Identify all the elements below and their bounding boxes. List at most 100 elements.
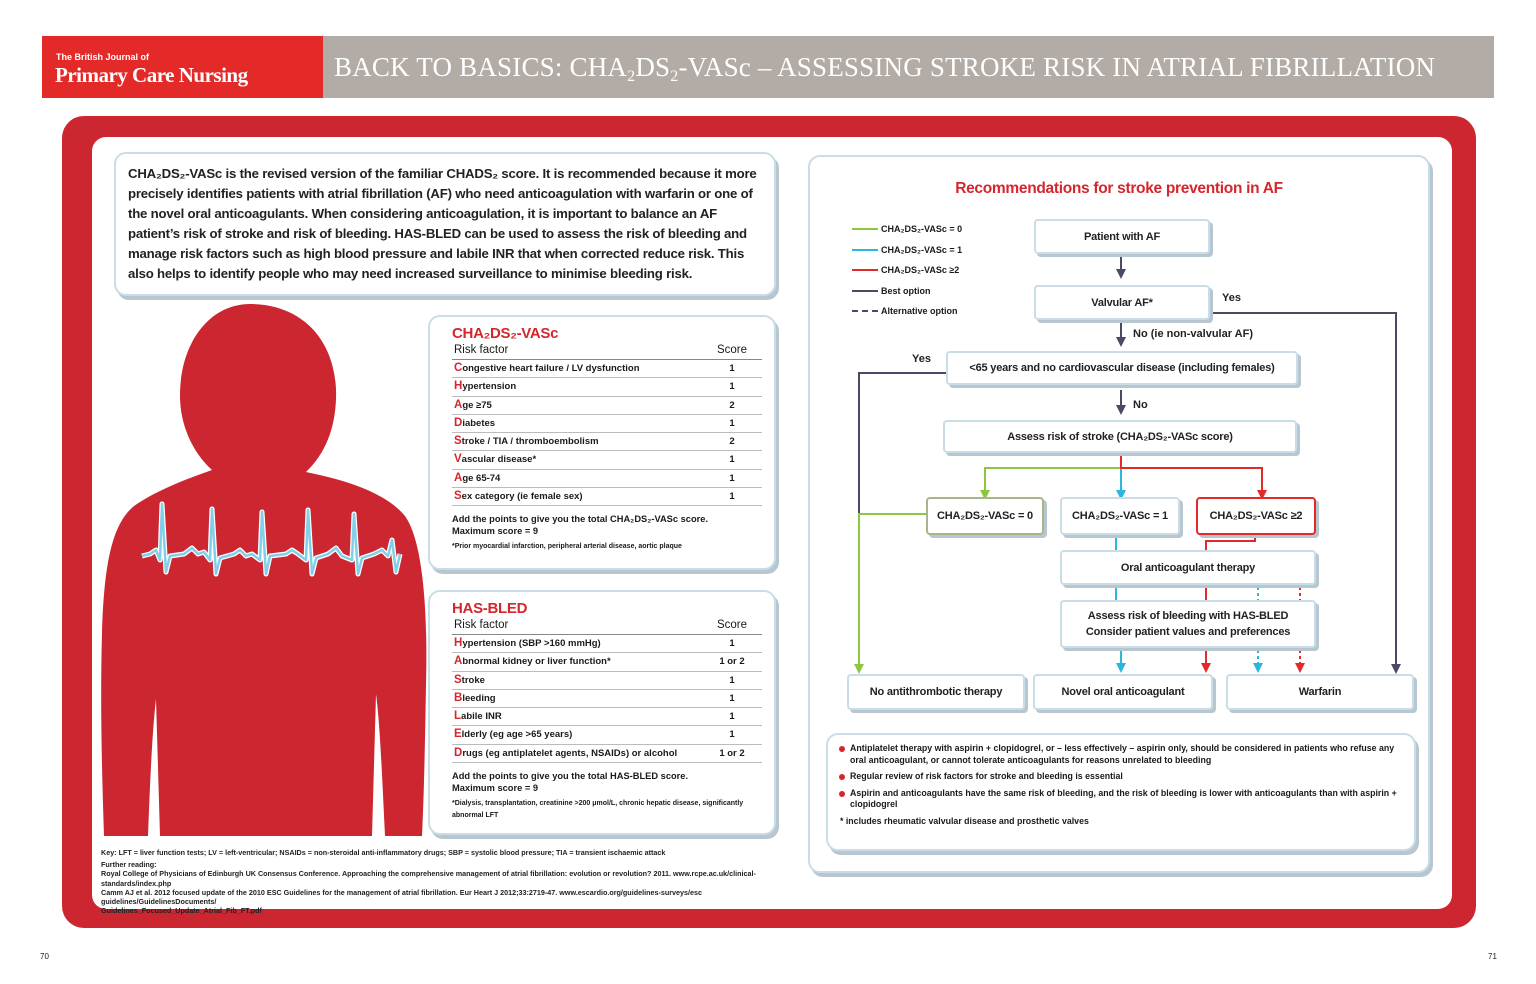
table-row: Vascular disease* 1 [452, 451, 762, 470]
risk-score: 1 [729, 711, 735, 723]
label-yes-valvular: Yes [1222, 292, 1241, 304]
table-note: Add the points to give you the total CHA… [452, 514, 709, 537]
node-under-65: <65 years and no cardiovascular disease … [946, 351, 1298, 385]
table-row: Labile INR 1 [452, 708, 762, 727]
table-row: Elderly (eg age >65 years) 1 [452, 726, 762, 745]
risk-score: 1 or 2 [719, 656, 745, 668]
reference: Guidelines_Focused_Update_Atrial_Fib_FT.… [101, 906, 262, 916]
table-row: Drugs (eg antiplatelet agents, NSAIDs) o… [452, 745, 762, 764]
further-reading-heading: Further reading: [101, 860, 157, 870]
risk-factor: Diabetes [454, 416, 496, 429]
legend-line-icon [852, 248, 878, 251]
table-footnote: *Prior myocardial infarction, peripheral… [452, 543, 682, 551]
note-bullet: Aspirin and anticoagulants have the same… [838, 788, 1404, 811]
risk-factor: Drugs (eg antiplatelet agents, NSAIDs) o… [454, 746, 678, 759]
journal-name-big: Primary Care Nursing [55, 63, 248, 87]
risk-score: 1 [729, 363, 735, 374]
patient-silhouette-icon [101, 304, 427, 836]
table-row: Congestive heart failure / LV dysfunctio… [452, 360, 762, 379]
node-assess-stroke-risk: Assess risk of stroke (CHA₂DS₂-VASc scor… [943, 420, 1297, 453]
table-title: HAS-BLED [452, 600, 528, 617]
intro-card: CHA₂DS₂-VASc is the revised version of t… [114, 152, 776, 296]
key-line: Key: LFT = liver function tests; LV = le… [101, 848, 666, 857]
node-valvular-af: Valvular AF* [1034, 285, 1210, 320]
table-row: Abnormal kidney or liver function* 1 or 2 [452, 653, 762, 672]
node-oral-anticoagulant-therapy: Oral anticoagulant therapy [1060, 550, 1316, 585]
reference: Camm AJ et al. 2012 focused update of th… [101, 887, 703, 907]
key-and-references: Key: LFT = liver function tests; LV = le… [101, 848, 801, 915]
note-asterisk: * includes rheumatic valvular disease an… [840, 815, 1089, 826]
risk-score: 1 [729, 417, 735, 429]
risk-score: 2 [729, 436, 735, 448]
legend-item: Alternative option [852, 301, 962, 322]
journal-logo: The British Journal of Primary Care Nurs… [42, 36, 323, 98]
table-row: Hypertension (SBP >160 mmHg) 1 [452, 635, 762, 654]
table-row: Diabetes 1 [452, 415, 762, 434]
risk-score: 1 [729, 729, 735, 741]
table-note: Add the points to give you the total HAS… [452, 771, 689, 794]
page-number-left: 70 [40, 952, 49, 961]
table-row: Stroke 1 [452, 672, 762, 690]
risk-score: 1 [729, 454, 735, 466]
risk-score: 1 [729, 692, 735, 704]
risk-factor: Age ≥75 [454, 398, 492, 411]
node-warfarin: Warfarin [1226, 674, 1414, 710]
risk-score: 2 [729, 399, 735, 411]
risk-factor: Stroke [454, 673, 485, 686]
label-yes-under65: Yes [912, 353, 931, 365]
risk-score: 1 [729, 674, 735, 686]
risk-score: 1 [729, 472, 735, 484]
reference: Royal College of Physicians of Edinburgh… [101, 869, 756, 888]
risk-factor: Abnormal kidney or liver function* [454, 655, 611, 668]
notes-card: Antiplatelet therapy with aspirin + clop… [826, 733, 1416, 851]
risk-score: 1 or 2 [719, 747, 745, 759]
risk-factor: Congestive heart failure / LV dysfunctio… [454, 362, 640, 374]
label-no-non-valvular: No (ie non-valvular AF) [1133, 328, 1253, 340]
risk-score: 1 [729, 381, 735, 393]
page-number-right: 71 [1488, 952, 1497, 961]
node-novel-oral-anticoagulant: Novel oral anticoagulant [1033, 674, 1213, 710]
risk-factor: Elderly (eg age >65 years) [454, 728, 573, 741]
risk-factor: Hypertension (SBP >160 mmHg) [454, 637, 601, 649]
page-title: BACK TO BASICS: CHA2DS2-VASc – ASSESSING… [334, 52, 1436, 85]
table-row: Age 65-74 1 [452, 470, 762, 489]
legend-item: CHA₂DS₂-VASc = 0 [852, 219, 962, 240]
intro-text: CHA₂DS₂-VASc is the revised version of t… [128, 166, 757, 281]
table-row: Hypertension 1 [452, 378, 762, 397]
node-score-1: CHA₂DS₂-VASc = 1 [1060, 497, 1180, 535]
risk-factor: Age 65-74 [454, 471, 501, 484]
risk-factor: Labile INR [454, 710, 502, 723]
risk-score: 1 [729, 491, 735, 503]
node-patient-with-af: Patient with AF [1034, 219, 1210, 254]
risk-factor: Sex category (ie female sex) [454, 490, 583, 503]
node-no-antithrombotic-therapy: No antithrombotic therapy [847, 674, 1025, 710]
legend-item: CHA₂DS₂-VASc = 1 [852, 240, 962, 261]
risk-factor: Vascular disease* [454, 453, 537, 466]
legend-line-icon [852, 289, 878, 292]
label-no-over65: No [1133, 399, 1148, 411]
legend-line-icon [852, 310, 878, 313]
risk-factor: Stroke / TIA / thromboembolism [454, 435, 599, 448]
note-bullet: Antiplatelet therapy with aspirin + clop… [838, 743, 1404, 766]
table-row: Age ≥75 2 [452, 397, 762, 415]
legend-item: Best option [852, 281, 962, 302]
legend-item: CHA₂DS₂-VASc ≥2 [852, 260, 962, 281]
journal-name-small: The British Journal of [56, 52, 150, 62]
node-score-2-plus: CHA₂DS₂-VASc ≥2 [1196, 497, 1316, 535]
node-score-0: CHA₂DS₂-VASc = 0 [926, 497, 1044, 535]
risk-factor: Hypertension [454, 380, 517, 393]
table-footnote: *Dialysis, transplantation, creatinine >… [452, 800, 744, 820]
legend-line-icon [852, 269, 878, 272]
note-bullet: Regular review of risk factors for strok… [838, 771, 1404, 783]
table-row: Sex category (ie female sex) 1 [452, 488, 762, 507]
table-row: Stroke / TIA / thromboembolism 2 [452, 433, 762, 452]
header-bar: BACK TO BASICS: CHA2DS2-VASc – ASSESSING… [323, 36, 1494, 98]
risk-score: 1 [729, 638, 735, 649]
